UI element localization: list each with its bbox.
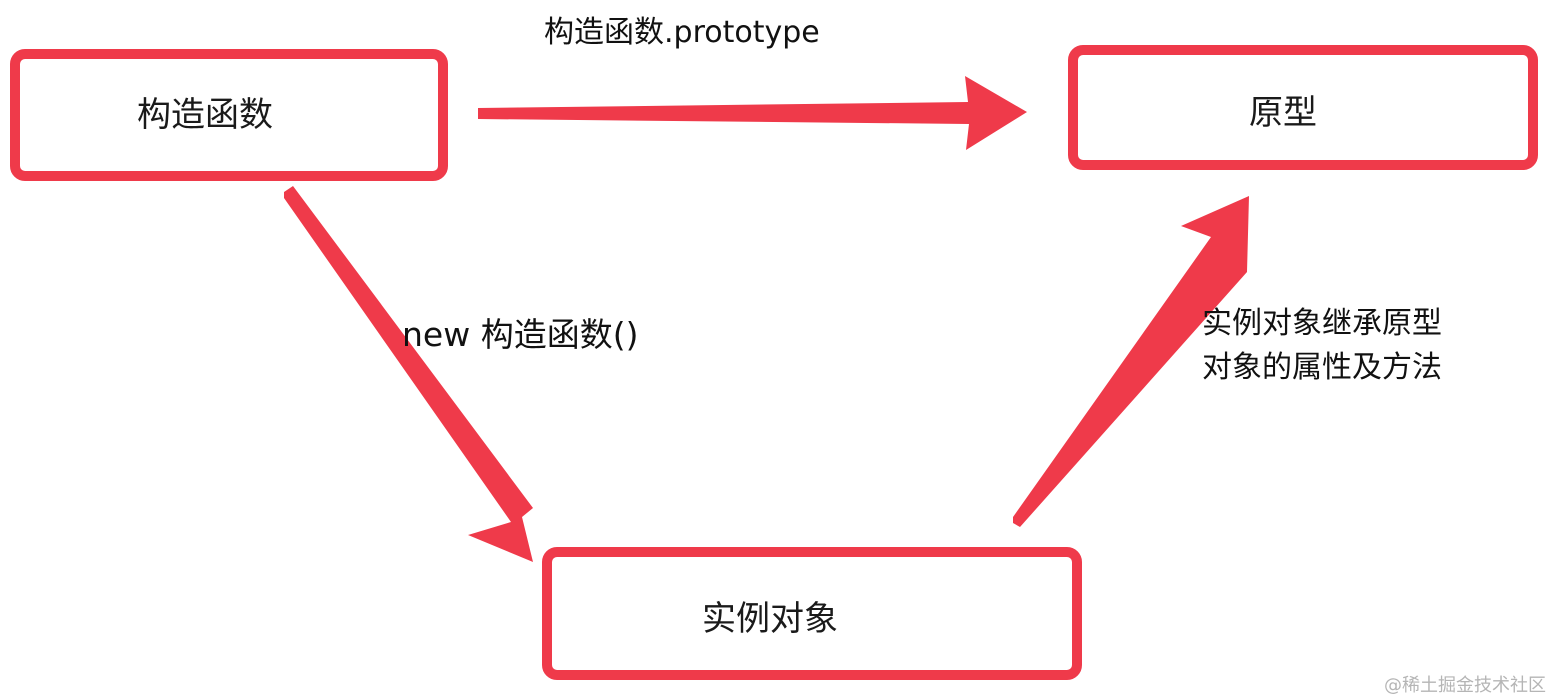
- node-constructor-label: 构造函数: [137, 95, 273, 135]
- node-prototype-label: 原型: [1249, 93, 1317, 133]
- edge-label-inherit-line2: 对象的属性及方法: [1202, 350, 1442, 385]
- edge-label-prototype-property: 构造函数.prototype: [544, 15, 820, 50]
- edge-label-inherit-line1: 实例对象继承原型: [1202, 306, 1442, 341]
- node-instance-label: 实例对象: [702, 599, 838, 639]
- node-instance-box: [542, 547, 1082, 680]
- node-constructor-box: [10, 49, 448, 181]
- edge-label-new-constructor: new 构造函数(): [402, 315, 638, 354]
- arrow-instance-to-prototype: [1013, 196, 1249, 527]
- arrow-constructor-to-prototype: [478, 76, 1027, 150]
- node-constructor: 构造函数: [10, 49, 448, 181]
- node-prototype-box: [1068, 45, 1538, 170]
- node-instance: 实例对象: [542, 547, 1082, 680]
- arrow-constructor-to-instance: [284, 186, 533, 562]
- node-prototype: 原型: [1068, 45, 1538, 170]
- watermark-text: @稀土掘金技术社区: [1384, 675, 1546, 696]
